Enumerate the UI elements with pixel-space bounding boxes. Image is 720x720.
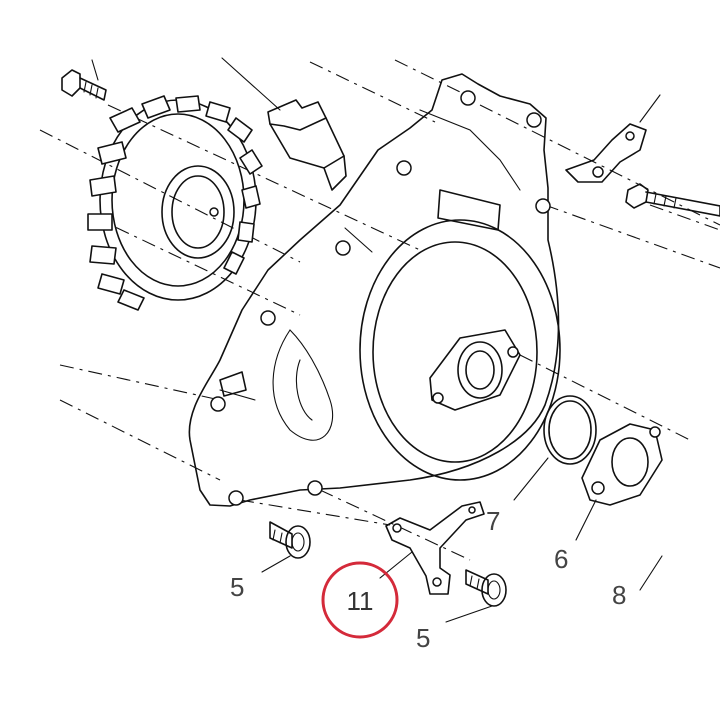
callout-8: 8 (612, 580, 626, 610)
highlight-circle (321, 561, 399, 639)
bolt-right-edge (625, 183, 720, 217)
bolt-part-5-left (261, 521, 311, 573)
plate-part-6 (575, 423, 663, 541)
stator-windings (87, 95, 263, 311)
bolt-part-5-right (445, 569, 507, 623)
bracket-top-right (565, 94, 661, 183)
callout-7: 7 (486, 506, 500, 536)
callout-5-right: 5 (416, 623, 430, 653)
o-ring-part-7 (513, 395, 597, 501)
generator-cover (188, 73, 561, 507)
callout-11: 11 (347, 586, 374, 616)
clamp-bracket-part-11 (379, 501, 485, 595)
stator-coil (87, 95, 263, 311)
callout-6: 6 (554, 544, 568, 574)
highlighted-callout-11[interactable]: 11 (321, 561, 399, 639)
leader-part-8 (639, 555, 663, 591)
cable-grommet (221, 57, 347, 191)
callout-5-left: 5 (230, 572, 244, 602)
centre-lines (39, 59, 720, 561)
bolt-top-left (61, 59, 107, 101)
